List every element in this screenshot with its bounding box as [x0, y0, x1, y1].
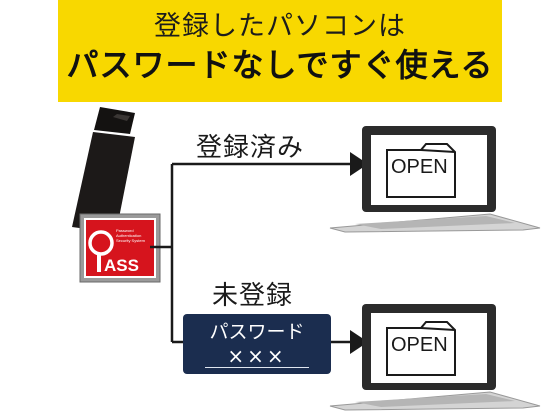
- arrow-head-bottom: [350, 330, 368, 354]
- svg-text:Password: Password: [116, 228, 134, 233]
- password-underline: [205, 367, 309, 368]
- usb-device-icon: [72, 107, 135, 233]
- svg-text:Security System: Security System: [116, 238, 146, 243]
- svg-text:ASS: ASS: [104, 256, 139, 275]
- password-box: パスワード ×××: [183, 314, 331, 374]
- unregistered-label: 未登録: [212, 281, 294, 311]
- svg-text:Authentication: Authentication: [116, 233, 141, 238]
- arrow-head-top: [350, 152, 368, 176]
- laptop-icon-top: [329, 126, 541, 233]
- password-mask: ×××: [227, 344, 287, 368]
- headline-line-1: 登録したパソコンは: [154, 11, 406, 42]
- password-title: パスワード: [209, 321, 305, 343]
- laptop-icon-bottom: [329, 304, 541, 411]
- registered-label: 登録済み: [196, 133, 305, 163]
- headline-banner: 登録したパソコンは パスワードなしですぐ使える: [58, 0, 502, 102]
- headline-line-2: パスワードなしですぐ使える: [66, 46, 494, 84]
- pass-logo: ASS Password Authentication Security Sys…: [79, 213, 161, 283]
- open-label-top: OPEN: [391, 156, 448, 178]
- open-label-bottom: OPEN: [391, 334, 448, 356]
